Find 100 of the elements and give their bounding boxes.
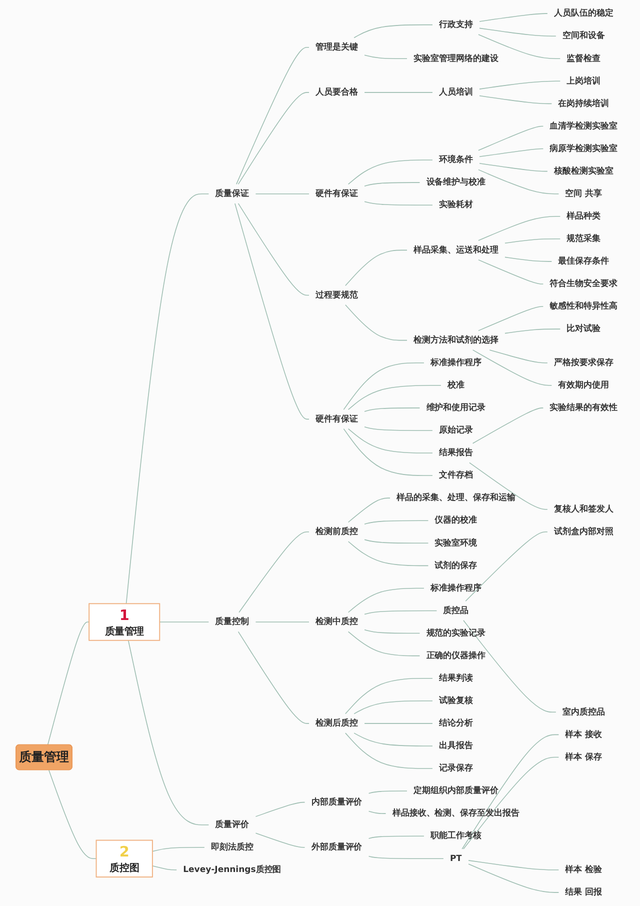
node-text: 正确的仪器操作 [426, 650, 486, 661]
node-text: 血清学检测实验室 [550, 121, 618, 131]
node-box: 1 质量管理 [88, 603, 160, 641]
connector [348, 160, 433, 185]
node-text: 监督检查 [566, 54, 601, 64]
connector [255, 193, 310, 194]
node-text: 空间和设备 [562, 31, 605, 41]
connector [463, 620, 556, 713]
connector [364, 539, 429, 544]
connector [462, 734, 560, 850]
node-text: 样本 检验 [565, 864, 602, 875]
connector [344, 304, 408, 341]
connector [348, 631, 420, 656]
node-text: 样本 接收 [565, 730, 602, 740]
connector [354, 700, 433, 714]
connector [504, 328, 560, 334]
connector [465, 531, 548, 602]
node-text: 在岗持续培训 [558, 98, 610, 108]
node-text: 职能工作考核 [430, 831, 482, 841]
connector [479, 13, 548, 22]
node-text: 原始记录 [438, 425, 473, 436]
connector [238, 631, 310, 724]
connector [468, 864, 560, 893]
connector [344, 732, 433, 769]
node-text: 实验室环境 [434, 538, 478, 548]
connector [238, 203, 310, 296]
node-text: 维护和使用记录 [426, 402, 486, 413]
connector [364, 408, 420, 412]
connector [126, 193, 210, 604]
node-text: 严格按要求保存 [554, 358, 614, 368]
connector [479, 148, 544, 158]
connector [152, 865, 177, 870]
connector [504, 238, 560, 244]
connector [255, 832, 306, 848]
connector [472, 350, 552, 386]
connector [344, 250, 408, 286]
node-text: 样品接收、检测、保存至发出报告 [392, 808, 520, 818]
node-text: 比对试验 [566, 324, 601, 334]
node-text: 样品的采集、处理、保存和运输 [396, 493, 516, 503]
connector [479, 95, 552, 104]
connector [348, 428, 433, 454]
connector [504, 256, 552, 262]
node-text: 检测前质控 [315, 526, 358, 537]
connector [368, 836, 424, 839]
connector [368, 790, 408, 794]
connector [348, 541, 429, 566]
node-text: 硬件有保证 [315, 188, 358, 199]
node-text: 内部质量评价 [311, 797, 362, 808]
node-text: 上岗培训 [566, 76, 601, 86]
connector [348, 498, 390, 523]
node-text: 过程要规范 [315, 290, 358, 300]
node-text: 人员要合格 [315, 87, 358, 98]
node-text: 试验复核 [438, 696, 473, 706]
node-text: 即刻法质控 [210, 842, 254, 852]
node-text: 检测方法和试剂的选择 [413, 335, 498, 346]
connector [364, 723, 433, 724]
node-text: 结果判读 [438, 673, 473, 684]
node-text: 标准操作程序 [430, 583, 482, 593]
node-text: 核酸检测实验室 [554, 166, 614, 176]
connector [344, 678, 433, 714]
node-text: 最佳保存条件 [558, 256, 610, 266]
connector [48, 770, 97, 860]
connector [364, 629, 420, 634]
connector [368, 810, 386, 814]
connector [238, 531, 310, 613]
node-text: 外部质量评价 [311, 842, 362, 852]
node-text: 复核人和签发人 [554, 504, 614, 514]
node-text: 校准 [447, 380, 464, 390]
connector [479, 28, 556, 36]
node-text: 规范的实验记录 [426, 628, 486, 638]
node-text: 标准操作程序 [430, 358, 482, 368]
node-text: 出具报告 [438, 740, 473, 751]
node-text: 人员培训 [438, 87, 473, 98]
connector [255, 802, 306, 817]
connector [469, 462, 548, 510]
node-text: 实验室管理网络的建设 [413, 54, 498, 64]
node-box: 2 质控图 [96, 840, 153, 878]
node-text: 实验结果的有效性 [550, 402, 618, 413]
node-text: 质量保证 [215, 188, 250, 199]
node-text: PT [450, 854, 462, 864]
connector [478, 306, 544, 332]
connector [478, 34, 560, 60]
node-text: 病原学检测实验室 [550, 144, 618, 154]
connector [343, 428, 433, 476]
connector [364, 201, 433, 206]
connector [343, 362, 424, 410]
connector [348, 588, 424, 613]
node-text: 敏感性和特异性高 [550, 301, 618, 312]
node-text: 结果 回报 [565, 887, 602, 898]
connector [478, 126, 544, 151]
connector [234, 203, 310, 420]
connector [364, 92, 433, 93]
node-text: 试剂的保存 [434, 560, 478, 570]
connector [47, 622, 90, 746]
node-text: 结论分析 [438, 718, 473, 728]
node-text: 设备维护与校准 [426, 178, 486, 188]
connector [472, 408, 544, 444]
node-text: 室内质控品 [562, 707, 605, 717]
connector [479, 163, 548, 172]
connector [468, 860, 560, 870]
